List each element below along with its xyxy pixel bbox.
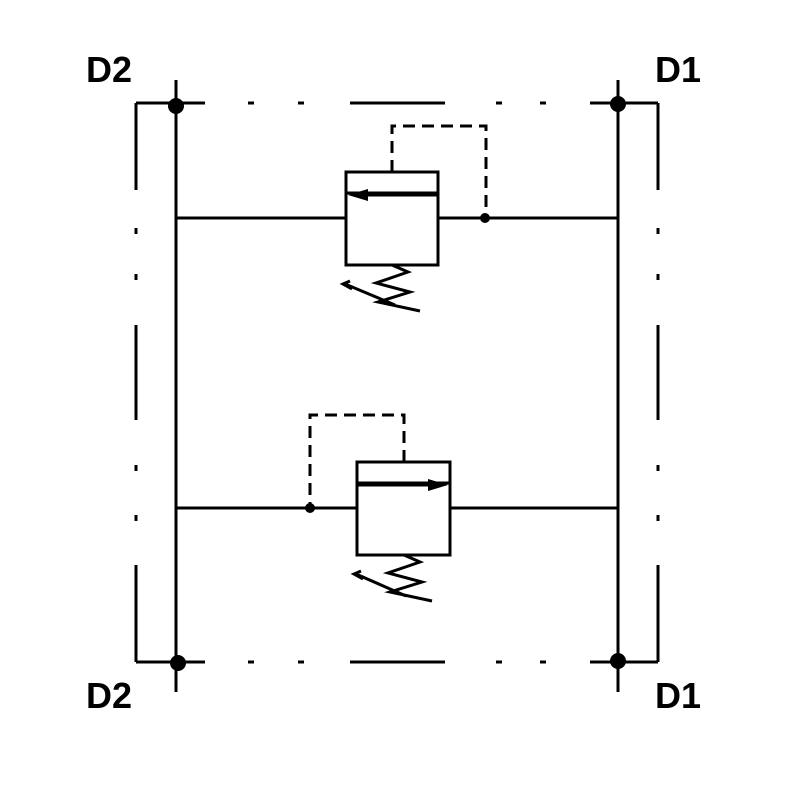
arrow-left-icon (348, 189, 368, 201)
relief-valve-lower (176, 413, 618, 603)
port-label-d1-bottom: D1 (655, 675, 701, 716)
port-label-d1-top: D1 (655, 49, 701, 90)
relief-valve-icon (344, 170, 440, 267)
port-label-d2-top: D2 (86, 49, 132, 90)
junction-d2-top (168, 98, 184, 114)
port-label-d2-bottom: D2 (86, 675, 132, 716)
pilot-line-upper (390, 124, 488, 218)
pilot-junction-lower (305, 503, 315, 513)
junction-d2-bottom (170, 655, 186, 671)
relief-valve-upper (176, 124, 618, 313)
junction-d1-top (610, 96, 626, 112)
arrow-right-icon (428, 479, 448, 491)
adjustable-spring-icon (339, 263, 421, 313)
adjustable-spring-icon (350, 553, 433, 603)
pilot-line-lower (308, 413, 406, 508)
junction-d1-bottom (610, 653, 626, 669)
relief-valve-icon (355, 460, 452, 557)
pilot-junction-upper (480, 213, 490, 223)
